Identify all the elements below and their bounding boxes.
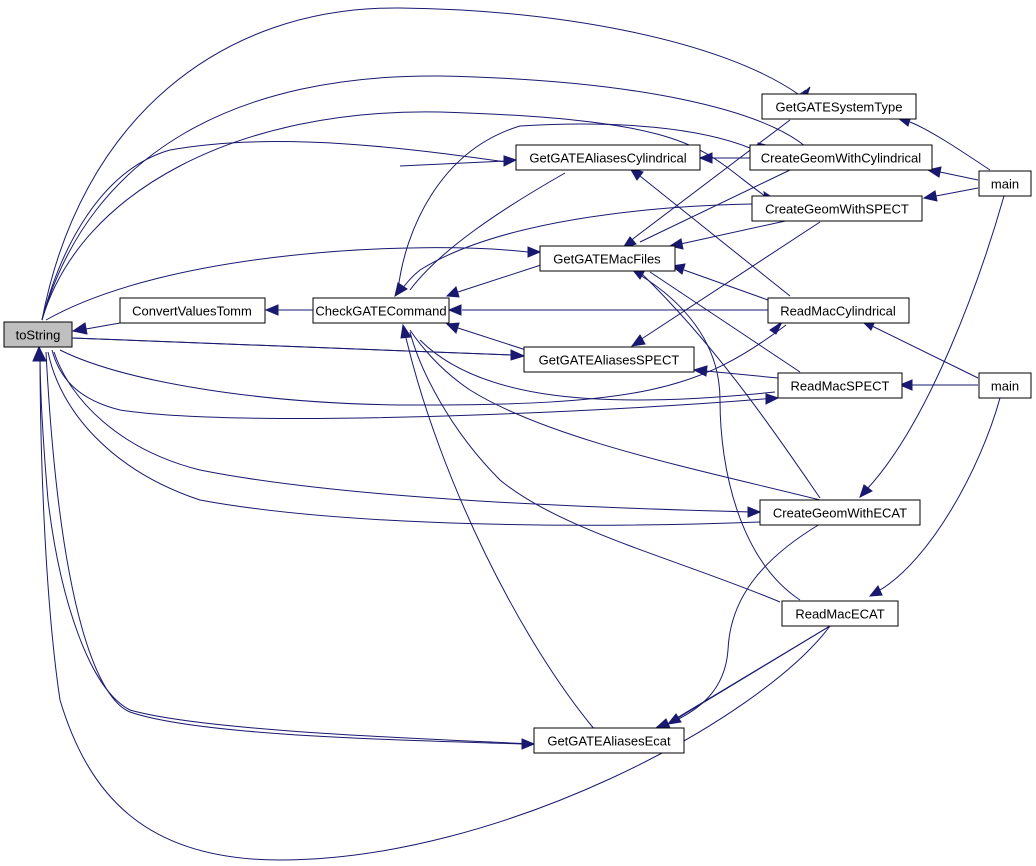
node-checkgatecommand-label: CheckGATECommand xyxy=(315,304,446,319)
node-getgatealiasesecat[interactable]: GetGATEAliasesEcat xyxy=(533,727,685,754)
edge-readmacecat-to-getgatealiasesecat xyxy=(666,625,831,725)
edge-readmacspect-to-checkgatecommand xyxy=(419,339,776,401)
edge-creategeomwithecat-to-getgatemacfiles xyxy=(641,273,821,499)
edge-main1-to-creategeomwithcylindrical xyxy=(926,166,979,181)
edge-getgatealiasesecat-to-checkgatecommand xyxy=(400,323,596,731)
edge-readmacecat-to-tostring xyxy=(39,351,831,861)
node-main-1-label: main xyxy=(991,177,1019,192)
call-graph-nodes: toString ConvertValuesTomm CheckGATEComm… xyxy=(3,93,1032,754)
node-creategeomwithspect-label: CreateGeomWithSPECT xyxy=(765,202,909,217)
node-tostring[interactable]: toString xyxy=(3,321,73,348)
edge-getgatealiasesspect-to-checkgatecommand xyxy=(445,322,527,351)
edge-getgatesystemtype-to-tostring xyxy=(41,7,799,321)
edge-creategeomwithecat-to-checkgatecommand xyxy=(409,329,821,501)
node-creategeomwithcylindrical[interactable]: CreateGeomWithCylindrical xyxy=(749,144,933,171)
edge-creategeomwithcylindrical-to-tostring xyxy=(41,75,806,321)
node-convertvaluestomm-label: ConvertValuesTomm xyxy=(132,304,252,319)
edge-creategeomwithecat-to-tostring xyxy=(53,351,753,513)
node-getgatesystemtype-label: GetGATESystemType xyxy=(776,100,903,115)
node-getgatealiasesspect-label: GetGATEAliasesSPECT xyxy=(539,353,680,368)
edge-readmacecat-to-checkgatecommand xyxy=(409,331,781,603)
edge-creategeomwithcylindrical-to-getgatemacfiles xyxy=(639,169,791,243)
node-main-1[interactable]: main xyxy=(978,170,1032,197)
call-graph-edges xyxy=(32,7,1005,861)
edge-readmacspect-to-tostring xyxy=(51,349,776,419)
edge-main2-to-readmacspect xyxy=(898,379,978,391)
node-getgatealiasesecat-label: GetGATEAliasesEcat xyxy=(547,734,671,749)
node-getgatemacfiles[interactable]: GetGATEMacFiles xyxy=(539,245,676,272)
node-getgatealiasesspect[interactable]: GetGATEAliasesSPECT xyxy=(523,346,695,373)
node-creategeomwithecat-label: CreateGeomWithECAT xyxy=(773,506,907,521)
edge-convertvaluestomm-to-tostring xyxy=(71,322,121,335)
node-creategeomwithcylindrical-label: CreateGeomWithCylindrical xyxy=(761,151,921,166)
node-tostring-label: toString xyxy=(16,328,61,343)
node-readmacspect-label: ReadMacSPECT xyxy=(791,379,890,394)
node-creategeomwithecat[interactable]: CreateGeomWithECAT xyxy=(759,499,921,526)
edge-checkgatecommand-to-convertvaluestomm xyxy=(264,304,313,316)
edge-readmaccylindrical-to-getgatealiasescylindrical xyxy=(628,167,791,297)
edge-getgatealiasesecat-to-tostring xyxy=(32,345,535,745)
edge-main2-to-readmacecat xyxy=(868,397,1001,597)
edge-tostring-to-readmaccylindrical-arrow xyxy=(769,320,784,335)
edge-tostring-to-readmacspect-arrow xyxy=(765,393,780,405)
node-creategeomwithspect[interactable]: CreateGeomWithSPECT xyxy=(751,195,923,222)
edge-getgatesystemtype-to-getgatemacfiles xyxy=(633,119,791,239)
edge-getgatemacfiles-to-tostring xyxy=(45,247,529,321)
edge-creategeomwithspect-to-getgatemacfiles xyxy=(668,219,791,250)
edge-creategeomwithecat-to-tostring-2 xyxy=(47,351,761,526)
edge-getgatealiasescylindrical-to-tostring xyxy=(41,141,507,321)
node-checkgatecommand[interactable]: CheckGATECommand xyxy=(312,297,450,324)
edge-main2-to-readmaccylindrical xyxy=(860,320,979,379)
edge-main1-to-creategeomwithspect xyxy=(922,187,979,202)
node-readmacecat[interactable]: ReadMacECAT xyxy=(781,600,899,627)
node-getgatesystemtype[interactable]: GetGATESystemType xyxy=(761,93,917,120)
edge-tostring-to-getgatealiasescylindrical xyxy=(399,155,518,167)
node-convertvaluestomm[interactable]: ConvertValuesTomm xyxy=(119,297,266,324)
edge-readmacspect-to-getgatealiasesspect xyxy=(692,365,779,379)
node-getgatealiasescylindrical[interactable]: GetGATEAliasesCylindrical xyxy=(515,144,701,171)
edge-getgatealiasescylindrical-to-checkgatecommand xyxy=(409,172,566,291)
edge-tostring-to-getgatemacfiles-arrow xyxy=(527,246,542,258)
edge-tostring-to-creategeomwithecat-arrow xyxy=(747,506,762,518)
edge-tostring-to-getgatealiasesecat xyxy=(45,351,536,750)
node-getgatemacfiles-label: GetGATEMacFiles xyxy=(553,252,661,267)
edge-readmacspect-to-getgatemacfiles xyxy=(649,271,801,373)
edge-checkgatecommand-to-getgatealiasesspect xyxy=(71,337,526,361)
edge-main1-to-creategeomwithecat xyxy=(859,195,1005,498)
edge-creategeomwithcylindrical-to-getgatealiasescylindrical xyxy=(698,152,750,164)
node-readmaccylindrical[interactable]: ReadMacCylindrical xyxy=(767,297,910,324)
node-readmaccylindrical-label: ReadMacCylindrical xyxy=(780,304,896,319)
edge-readmaccylindrical-to-checkgatecommand xyxy=(447,304,768,316)
node-main-2[interactable]: main xyxy=(978,372,1032,399)
node-readmacecat-label: ReadMacECAT xyxy=(795,607,884,622)
node-main-2-label: main xyxy=(991,379,1019,394)
node-readmacspect[interactable]: ReadMacSPECT xyxy=(777,372,903,399)
edge-creategeomwithcylindrical-to-checkgatecommand xyxy=(397,123,751,291)
edge-creategeomwithspect-to-getgatealiasesspect xyxy=(630,221,821,347)
edge-getgatemacfiles-to-checkgatecommand xyxy=(445,263,545,298)
node-getgatealiasescylindrical-label: GetGATEAliasesCylindrical xyxy=(529,151,686,166)
edge-readmaccylindrical-to-getgatemacfiles xyxy=(670,263,769,301)
